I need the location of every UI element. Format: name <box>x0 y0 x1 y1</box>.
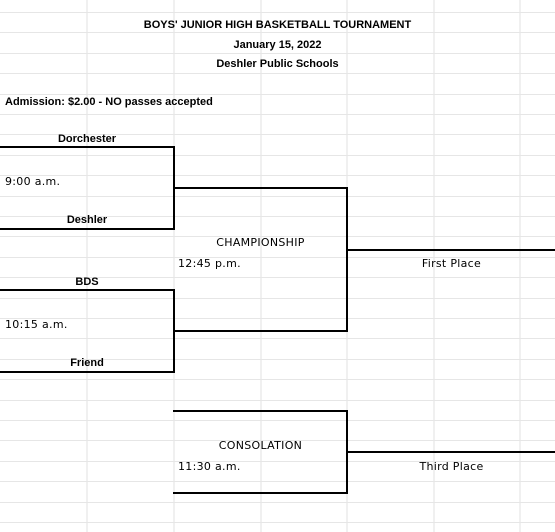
tournament-title: BOYS' JUNIOR HIGH BASKETBALL TOURNAMENT <box>143 19 412 31</box>
bracket-line-game1-top <box>0 146 175 148</box>
team-dorchester: Dorchester <box>57 133 117 145</box>
bracket-line-game2-bottom <box>0 371 175 373</box>
championship-label: CHAMPIONSHIP <box>216 236 305 249</box>
championship-time: 12:45 p.m. <box>178 257 241 270</box>
game2-time: 10:15 a.m. <box>5 318 68 331</box>
bracket-line-game2-top <box>0 289 175 291</box>
bracket-line-first-place <box>346 249 555 251</box>
bracket-line-consolation-bottom <box>173 492 348 494</box>
tournament-date: January 15, 2022 <box>233 39 322 51</box>
bracket-line-champ-vertical <box>346 187 348 332</box>
third-place-label: Third Place <box>419 460 484 473</box>
admission-note: Admission: $2.00 - NO passes accepted <box>5 96 213 108</box>
consolation-time: 11:30 a.m. <box>178 460 241 473</box>
bracket-line-game1-bottom <box>0 228 175 230</box>
bracket-line-champ-top <box>173 187 348 189</box>
first-place-label: First Place <box>421 257 482 270</box>
team-bds: BDS <box>75 276 99 288</box>
bracket-line-third-place <box>346 451 555 453</box>
bracket-line-champ-bottom <box>173 330 348 332</box>
host-school: Deshler Public Schools <box>216 58 339 70</box>
team-deshler: Deshler <box>66 214 108 226</box>
bracket-line-consolation-top <box>173 410 348 412</box>
consolation-label: CONSOLATION <box>218 439 303 452</box>
game1-time: 9:00 a.m. <box>5 175 61 188</box>
team-friend: Friend <box>70 357 104 369</box>
